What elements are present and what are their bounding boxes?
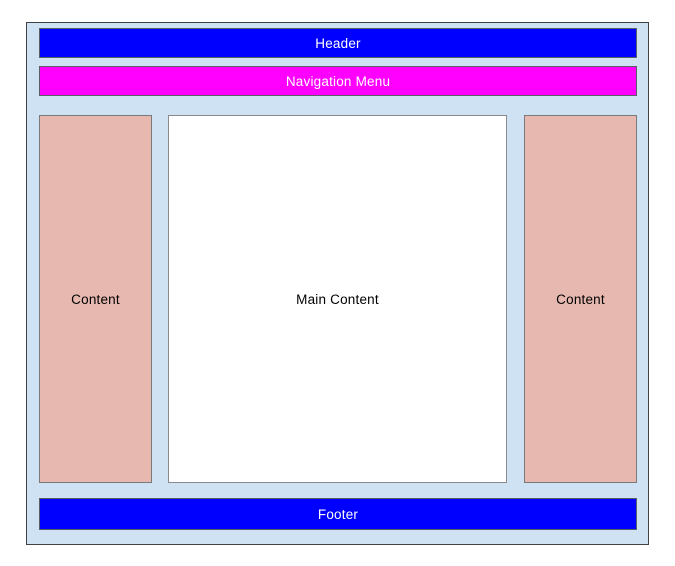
page-layout-frame: Header Navigation Menu Content Main Cont… (26, 22, 649, 545)
left-content-region-label: Content (71, 291, 120, 307)
footer-region-label: Footer (317, 506, 359, 522)
header-region-label: Header (315, 35, 361, 51)
right-content-region: Content (524, 115, 637, 483)
navigation-menu-region-label: Navigation Menu (285, 73, 391, 89)
main-content-region: Main Content (168, 115, 507, 483)
right-content-region-label: Content (556, 291, 605, 307)
main-content-region-label: Main Content (296, 291, 379, 307)
navigation-menu-region: Navigation Menu (39, 66, 637, 96)
header-region: Header (39, 28, 637, 58)
left-content-region: Content (39, 115, 152, 483)
footer-region: Footer (39, 498, 637, 530)
